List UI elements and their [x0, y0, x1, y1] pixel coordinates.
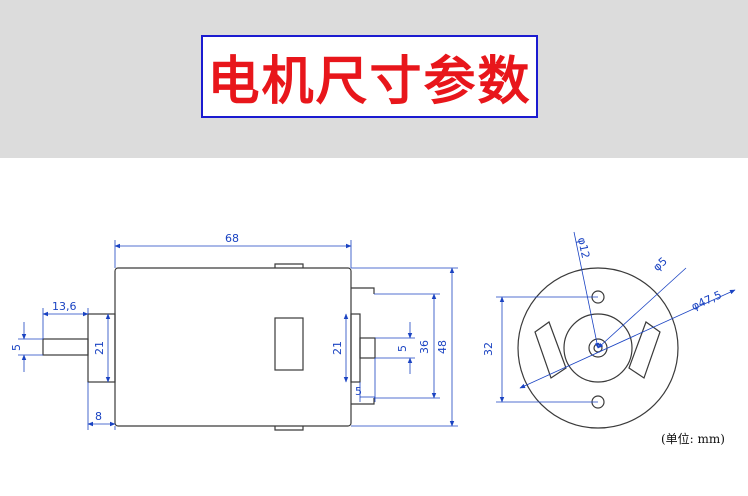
dim-front-boss-len: 8 [95, 410, 102, 423]
dim-shaft-dia: 5 [10, 344, 23, 351]
rear-boss [350, 313, 361, 383]
dim-rear-boss-dia: 21 [331, 341, 344, 355]
dim-rear-shaft-dia: 5 [396, 345, 409, 352]
dim-shaft-length: 13,6 [52, 300, 77, 313]
page-title: 电机尺寸参数 [207, 52, 532, 112]
dim-end-boss-dia: φ12 [575, 236, 592, 260]
rear-shaft [359, 337, 376, 359]
dim-body-dia: 48 [436, 340, 449, 354]
title-frame: 电机尺寸参数 [201, 35, 538, 118]
body-top-notch [274, 263, 304, 268]
terminal-top [351, 287, 375, 294]
dim-rear-shaft-len: 5 [355, 385, 362, 398]
side-view [42, 263, 376, 431]
side-view-dimensions [18, 240, 458, 430]
motor-drawing: 68 13,6 5 21 8 21 5 5 36 48 32 φ12 φ5 φ4… [10, 231, 736, 431]
motor-body [114, 267, 352, 427]
vent-slot-left [534, 321, 567, 379]
dim-front-boss-dia: 21 [93, 341, 106, 355]
terminal-bottom [351, 398, 375, 405]
front-shaft [42, 338, 89, 356]
dim-terminal-span: 36 [418, 340, 431, 354]
dim-length: 68 [225, 232, 239, 245]
vent-slot-right [628, 321, 661, 379]
body-bottom-notch [274, 426, 304, 431]
side-window [274, 317, 304, 371]
header-banner: 电机尺寸参数 [0, 0, 748, 158]
dim-end-shaft-dia: φ5 [651, 255, 670, 274]
end-view-dimensions [496, 231, 736, 403]
dim-end-body-dia: φ47,5 [689, 288, 723, 313]
dim-hole-spacing: 32 [482, 342, 495, 356]
unit-note: (单位: mm) [661, 432, 725, 446]
